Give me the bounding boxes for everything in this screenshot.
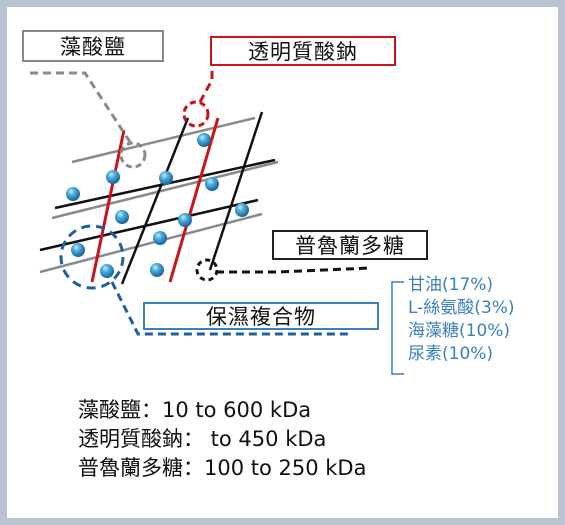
pullulan-label: 普魯蘭多糖 [272,230,428,260]
water-bead [150,263,164,277]
water-bead [197,133,211,147]
ingredient-list: 甘油(17%) L-絲氨酸(3%) 海藻糖(10%) 尿素(10%) [408,274,515,366]
moisture-callout-circle [59,224,125,290]
alginate-callout-circle [119,141,147,169]
pullulan-strand [208,111,264,271]
alginate-strand [71,116,256,164]
pullulan-callout-circle [195,258,219,282]
water-bead [159,171,173,185]
ingredient-item: 尿素(10%) [408,344,494,364]
water-bead [71,243,85,257]
alginate-label: 藻酸鹽 [22,30,164,62]
water-bead [178,213,192,227]
water-bead [100,264,114,278]
pullulan-strand [120,117,190,285]
hyaluronate-strand [90,129,126,283]
hyaluronate-callout-circle [182,100,210,128]
pullulan-leader-line [216,266,371,274]
hyaluronate-strand [168,117,220,283]
molecular-weight-list: 藻酸鹽：10 to 600 kDa 透明質酸鈉： to 450 kDa 普魯蘭多… [78,396,366,483]
ingredient-item: 甘油(17%) [408,275,494,295]
molecular-weight-line: 透明質酸鈉： to 450 kDa [78,427,327,451]
moisturizing-complex-label: 保濕複合物 [143,302,379,330]
molecular-weight-line: 普魯蘭多糖：100 to 250 kDa [78,456,367,480]
hyaluronate-label: 透明質酸鈉 [210,36,396,66]
water-bead [235,203,249,217]
water-bead [66,187,80,201]
water-beads [66,133,249,278]
alginate-leader-line [30,71,132,143]
ingredients-bracket [391,281,404,375]
moisture-leader-line [110,281,350,336]
pullulan-strand [39,198,259,252]
molecular-weight-line: 藻酸鹽：10 to 600 kDa [78,398,312,422]
water-bead [106,170,120,184]
ingredient-item: 海藻糖(10%) [408,321,511,341]
water-bead [153,231,167,245]
hyaluronate-strands [90,117,220,283]
water-bead [115,210,129,224]
ingredient-item: L-絲氨酸(3%) [408,298,515,318]
water-bead [205,177,219,191]
alginate-strand [51,160,279,220]
